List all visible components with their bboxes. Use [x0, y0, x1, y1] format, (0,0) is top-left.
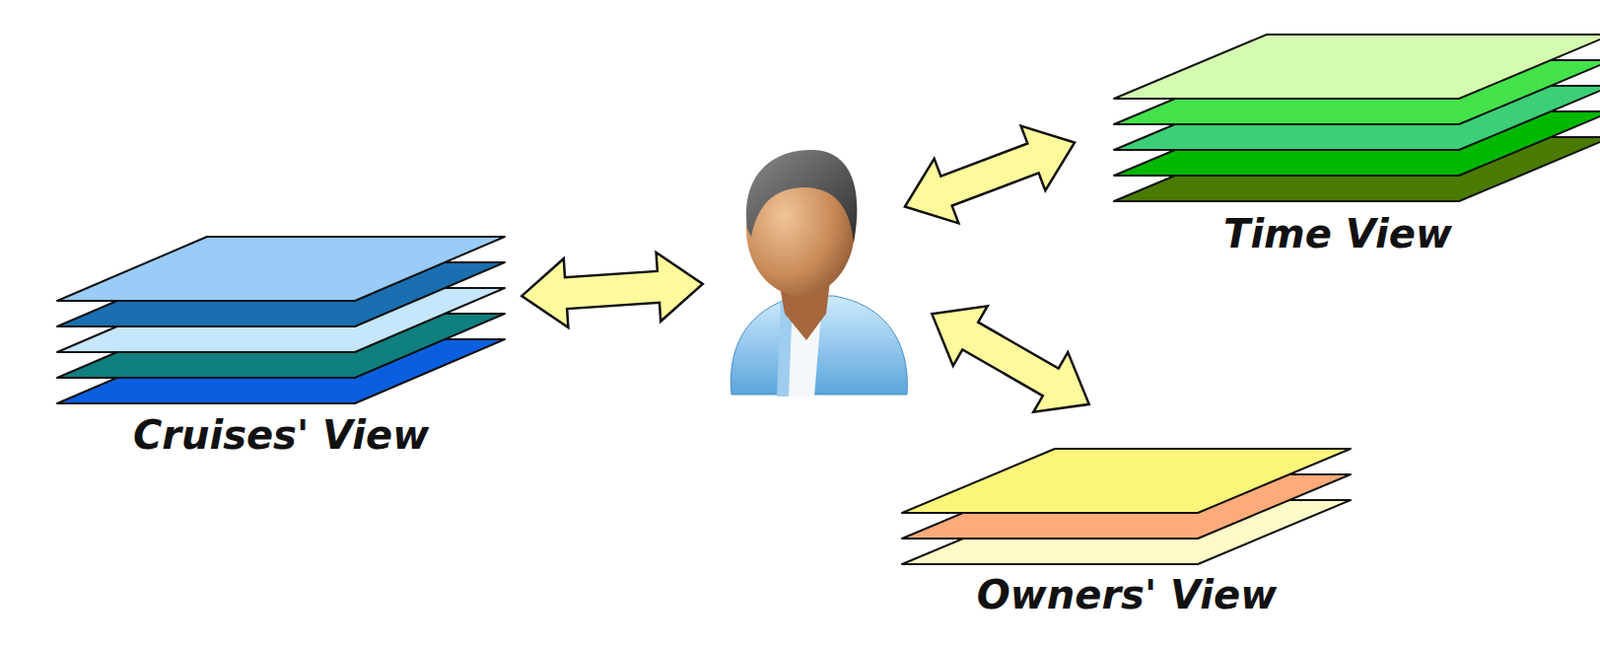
view-label: Cruises' View: [34, 412, 528, 458]
arrow-shape: [914, 283, 1107, 434]
view-stack: Owners' View: [892, 443, 1361, 641]
person-icon: [730, 149, 907, 397]
layer-sheet: [57, 236, 505, 301]
arrow-shape: [893, 110, 1088, 240]
view-label: Time View: [1091, 210, 1585, 257]
double-arrow: [893, 110, 1088, 240]
view-label: Owners' View: [880, 571, 1374, 618]
double-arrow: [519, 249, 705, 331]
layer-sheet: [902, 448, 1351, 513]
view-stack: Cruises' View: [49, 231, 513, 459]
arrow-shape: [519, 249, 705, 331]
view-stack: Time View: [1104, 29, 1600, 259]
double-arrow: [914, 283, 1107, 434]
person-hair: [746, 149, 857, 243]
layer-sheet: [1113, 34, 1600, 99]
